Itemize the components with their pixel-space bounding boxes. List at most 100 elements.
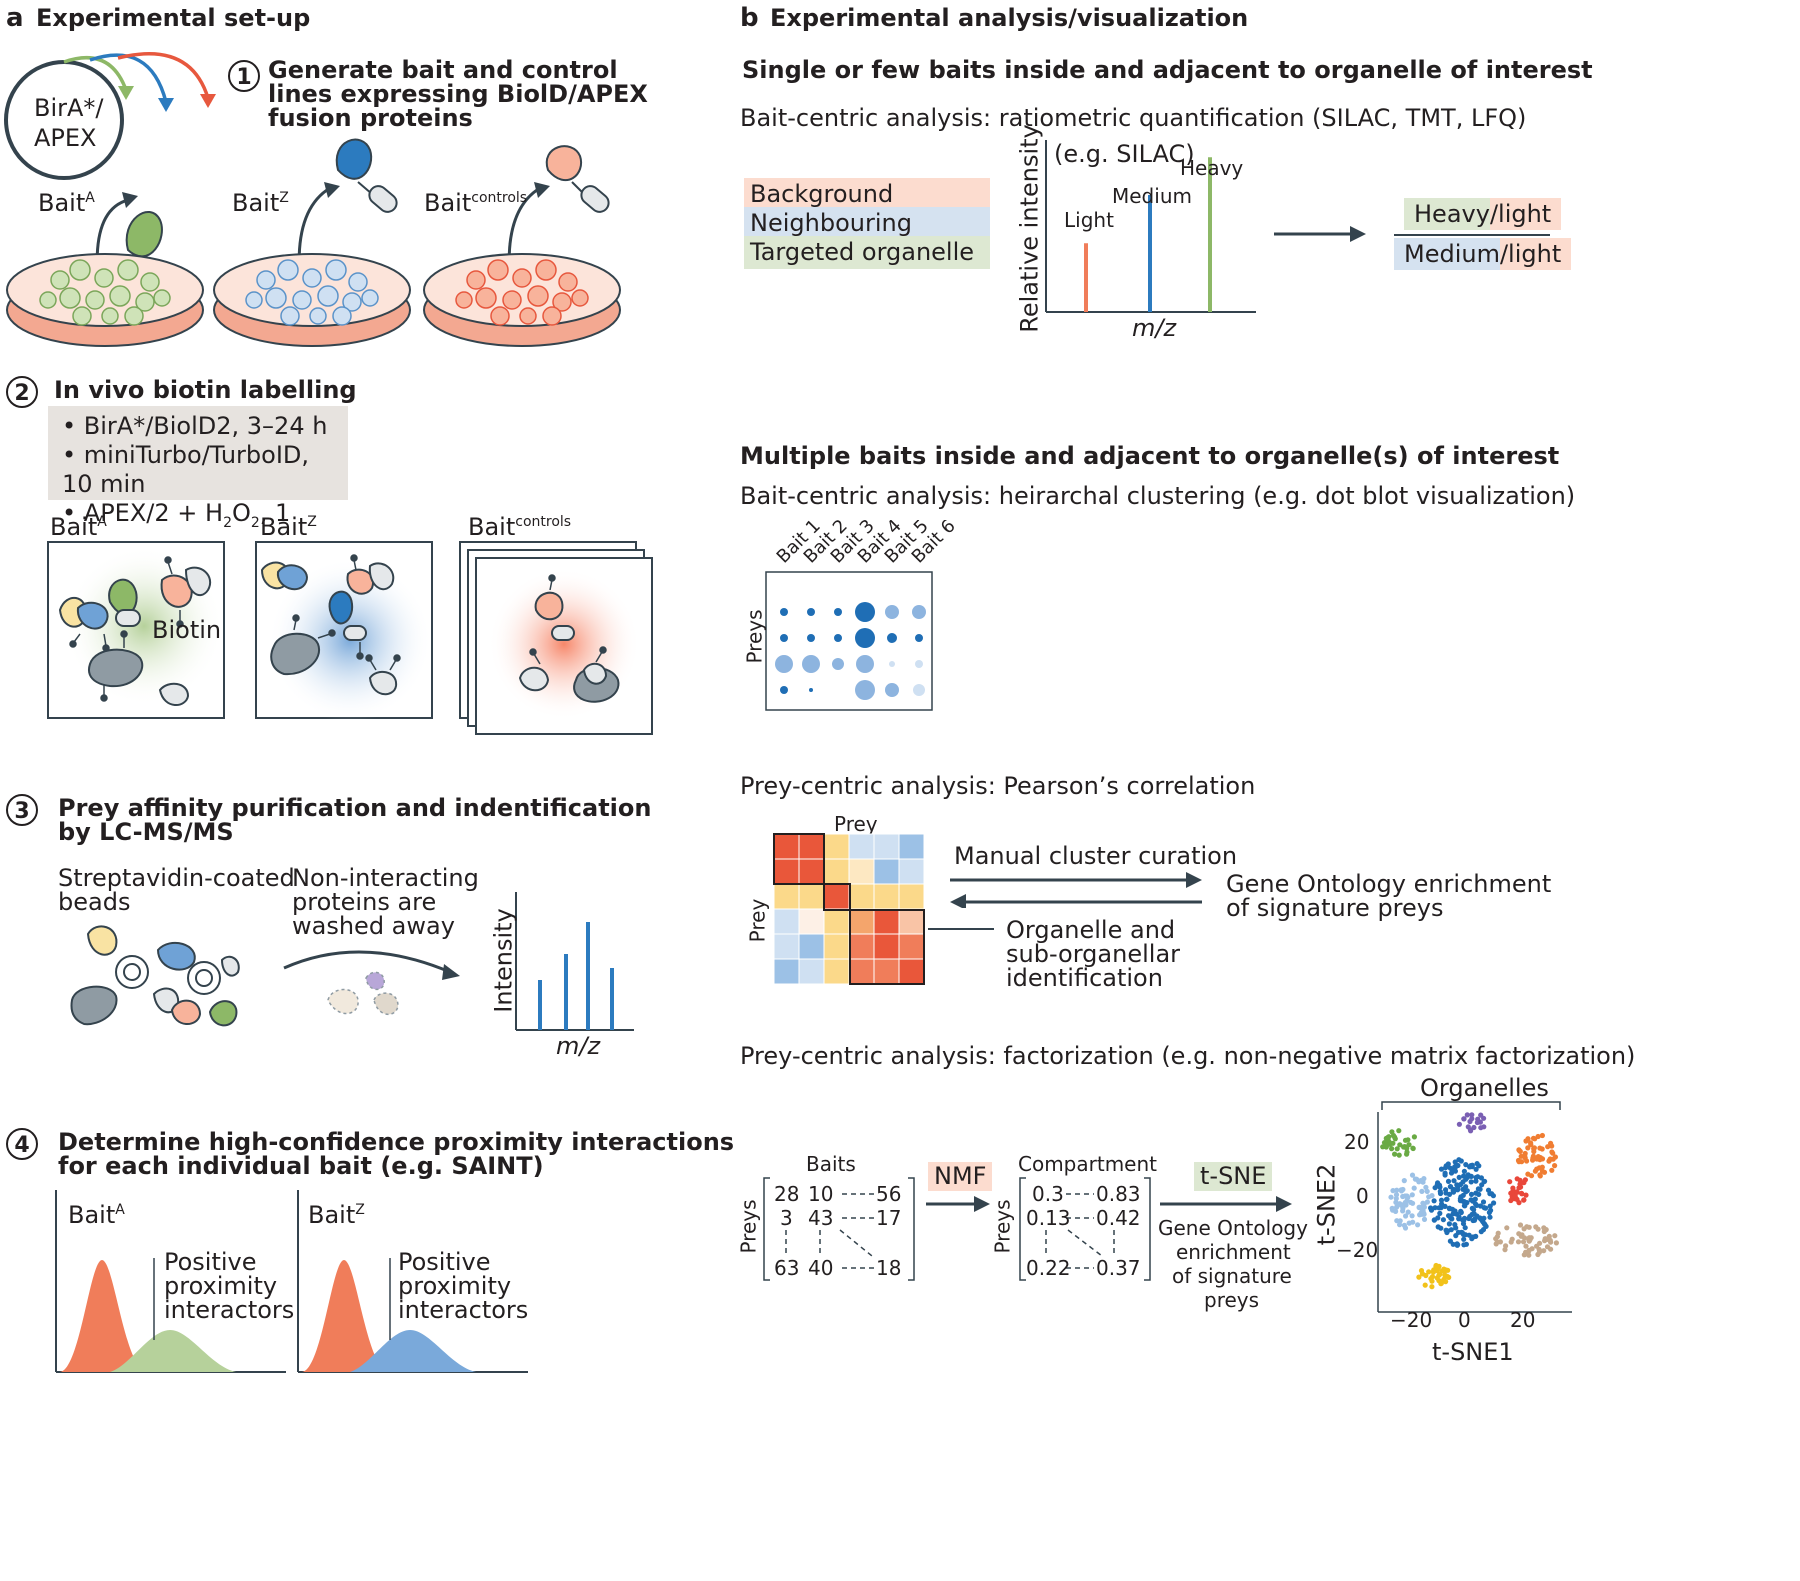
tsne-point (1473, 1166, 1479, 1172)
tsne-point (1409, 1192, 1415, 1198)
tsne-point (1442, 1203, 1448, 1209)
tsne-arrow (1160, 1196, 1292, 1212)
step-1-bait-z: BaitZ (232, 189, 289, 217)
tsne-point (1546, 1233, 1552, 1239)
tsne-point (1389, 1205, 1395, 1211)
heatmap-cell (823, 833, 850, 860)
m2-r0-c1: 0.83 (1096, 1182, 1141, 1206)
tsne-point (1416, 1204, 1422, 1210)
tsne-point (1397, 1142, 1403, 1148)
tsne-point (1485, 1187, 1492, 1193)
step-1-bait-controls: Baitcontrols (424, 189, 528, 217)
tsne-point (1421, 1216, 1428, 1222)
dotblot-dot (915, 634, 923, 642)
wash-label-1: Non-interacting (292, 864, 479, 892)
tsne-point (1523, 1251, 1530, 1257)
step-1-title-line-3: fusion proteins (268, 104, 473, 132)
step-3-number: 3 (6, 794, 38, 826)
tsne-point (1472, 1196, 1478, 1202)
heatmap-cell (848, 883, 875, 910)
step-2-bait-z: BaitZ (260, 513, 317, 541)
tsne-point (1402, 1193, 1408, 1199)
tsne-point (1487, 1203, 1493, 1209)
org-label-2: sub-organellar (1006, 940, 1181, 968)
heatmap-cell (798, 933, 825, 960)
tsne-point (1452, 1168, 1458, 1174)
tsne-point (1476, 1191, 1482, 1197)
tsne-point (1452, 1222, 1458, 1228)
org-label-3: identification (1006, 964, 1163, 992)
tsne-point (1487, 1214, 1493, 1220)
tsne-point (1394, 1204, 1400, 1210)
tsne-point (1547, 1156, 1553, 1162)
positive-z-1: Positive (398, 1248, 491, 1276)
beads-label-2: beads (58, 888, 131, 916)
dotblot-dot (807, 608, 815, 616)
silac-example: (e.g. SILAC) (1054, 140, 1195, 168)
tsne-point (1469, 1211, 1475, 1218)
ratio-arrow (1274, 226, 1366, 242)
tsne-point (1429, 1284, 1435, 1290)
step-4-number: 4 (6, 1128, 38, 1160)
beads-label-1: Streptavidin-coated (58, 864, 295, 892)
m1-r2-c2: 18 (876, 1256, 902, 1280)
tsne-point (1468, 1173, 1474, 1179)
tsne-point (1410, 1200, 1416, 1206)
heatmap-cell (898, 883, 925, 910)
tsne-point (1541, 1248, 1547, 1254)
dotblot-dot (780, 608, 788, 616)
tsne-point (1426, 1269, 1432, 1275)
tsne-point (1412, 1176, 1418, 1182)
heatmap-cell (898, 858, 925, 885)
tsne-point (1394, 1146, 1400, 1152)
tsne-point (1451, 1178, 1457, 1184)
go-label-2: of signature preys (1226, 894, 1444, 922)
correlation-heatmap (773, 833, 925, 985)
legend-targeted: Targeted organelle (744, 236, 990, 269)
tsne-point (1460, 1192, 1466, 1198)
tsne-point (1461, 1168, 1467, 1174)
tsne-point (1401, 1144, 1407, 1150)
wash-label-2: proteins are (292, 888, 437, 916)
dotblot-dot (887, 633, 897, 643)
tsne-point (1456, 1216, 1462, 1222)
heatmap-cell (823, 883, 850, 910)
dotblot-preys-label: Preys (742, 609, 767, 664)
step-2-bait-controls: Baitcontrols (468, 513, 572, 541)
tsne-point (1463, 1241, 1469, 1247)
tsne-point (1507, 1179, 1513, 1185)
section-1-heading: Single or few baits inside and adjacent … (742, 56, 1593, 84)
tsne-point (1415, 1222, 1421, 1228)
tsne-point (1442, 1272, 1448, 1278)
step-3-title-line-2: by LC-MS/MS (58, 818, 234, 846)
heatmap-cell (823, 958, 850, 985)
tsne-point (1488, 1207, 1494, 1213)
heatmap-cell (873, 883, 900, 910)
positive-a-2: proximity (164, 1272, 278, 1300)
tsne-point (1438, 1166, 1445, 1172)
panel-a-letter: a (6, 3, 24, 33)
heatmap-cell (848, 833, 875, 860)
tsne-point (1528, 1173, 1535, 1179)
tsne-point (1474, 1202, 1480, 1208)
matrix2-preys-label: Preys (990, 1199, 1015, 1254)
tsne-go-2: enrichment (1176, 1240, 1291, 1264)
tsne-point (1537, 1172, 1543, 1178)
tsne-point (1514, 1196, 1520, 1202)
tsne-point (1386, 1134, 1392, 1140)
silac-ylabel: Relative intensity (1015, 124, 1044, 333)
m1-r2-c0: 63 (774, 1256, 800, 1280)
tsne-point (1535, 1133, 1541, 1140)
tsne-point (1440, 1217, 1446, 1223)
tsne-scatter (1377, 1101, 1572, 1313)
dotblot-dot (856, 655, 874, 673)
tsne-point (1479, 1182, 1485, 1188)
tsne-point (1445, 1178, 1452, 1184)
tsne-point (1410, 1145, 1416, 1152)
tsne-point (1469, 1112, 1475, 1118)
tsne-point (1409, 1213, 1415, 1219)
tsne-point (1443, 1187, 1449, 1193)
tsne-point (1396, 1128, 1402, 1134)
tsne-point (1520, 1239, 1527, 1245)
tsne-point (1430, 1269, 1436, 1275)
